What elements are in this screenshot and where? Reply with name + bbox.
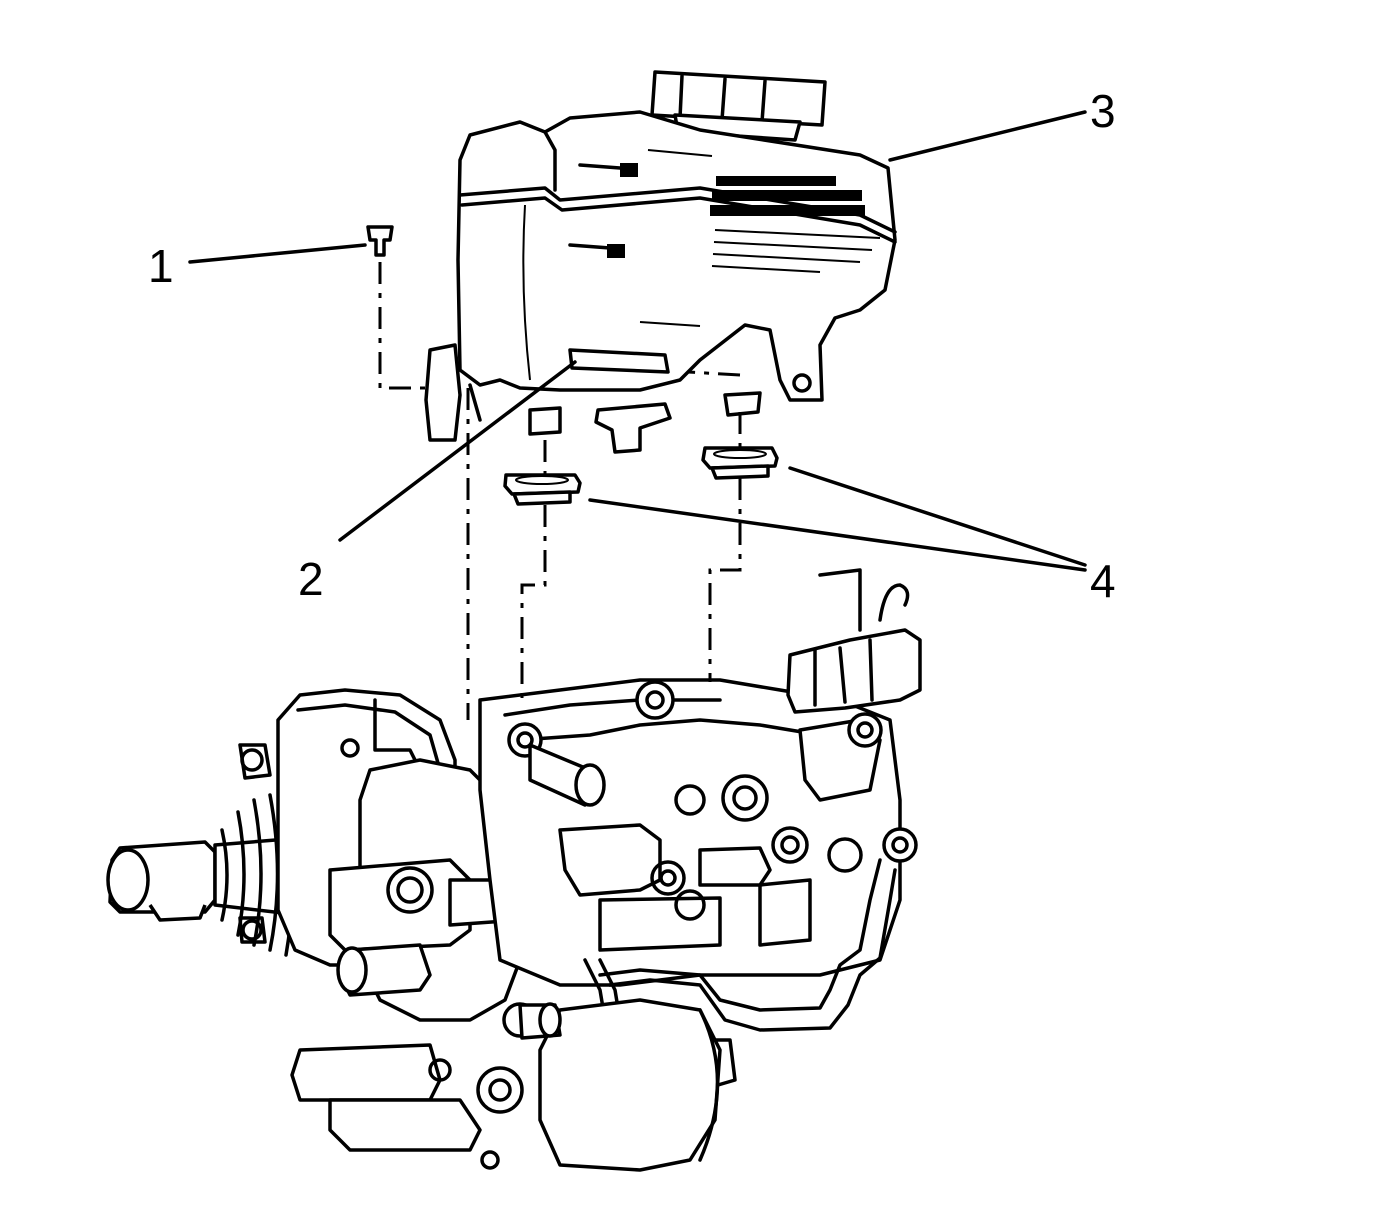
callout-1: 1 — [148, 240, 174, 292]
reservoir-grommets — [503, 446, 779, 506]
leader-lines — [188, 110, 1087, 572]
booster-pushrod — [106, 788, 302, 957]
master-cylinder-body — [290, 758, 522, 1152]
callout-3: 3 — [1090, 85, 1116, 137]
hydraulic-modulator — [478, 678, 918, 987]
retaining-pin — [366, 225, 394, 257]
warning-label — [710, 176, 881, 273]
electrical-connector — [786, 568, 922, 714]
callout-4: 4 — [1090, 555, 1116, 607]
pump-motor — [476, 998, 737, 1172]
brake-fluid-reservoir — [424, 70, 897, 454]
brake-modulator-assembly — [106, 568, 922, 1172]
callout-2: 2 — [298, 553, 324, 605]
